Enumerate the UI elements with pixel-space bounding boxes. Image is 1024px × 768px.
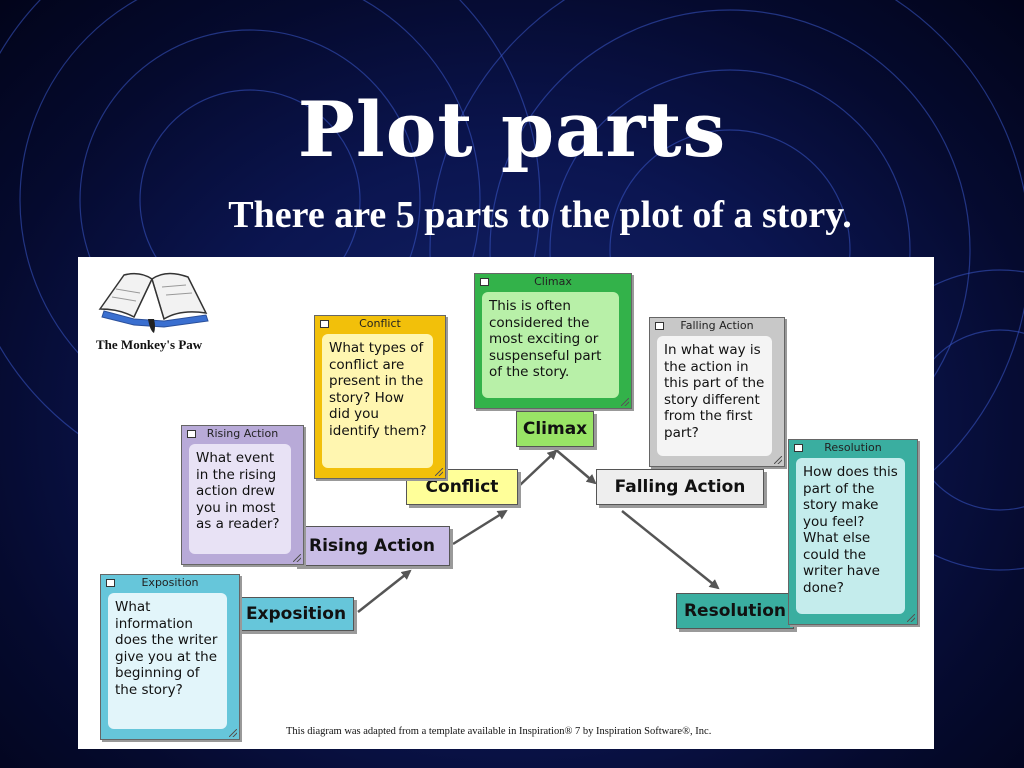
step-climax: Climax	[516, 411, 594, 447]
note-falling-action-head: Falling Action	[680, 319, 754, 332]
note-climax: Climax This is often considered the most…	[474, 273, 632, 409]
slide-title: Plot parts	[297, 85, 727, 174]
note-exposition: Exposition What information does the wri…	[100, 574, 240, 740]
plot-diagram: The Monkey's Paw Exposition Rising Actio…	[78, 257, 934, 749]
note-conflict-head: Conflict	[359, 317, 401, 330]
book-title: The Monkey's Paw	[96, 337, 203, 352]
note-falling-action-text: In what way is the action in this part o…	[657, 336, 772, 456]
note-resolution: Resolution How does this part of the sto…	[788, 439, 918, 625]
note-conflict: Conflict What types of conflict are pres…	[314, 315, 446, 479]
note-climax-text: This is often considered the most exciti…	[482, 292, 619, 398]
step-rising-action: Rising Action	[294, 526, 450, 566]
open-book-icon	[98, 272, 209, 333]
slide-subtitle: There are 5 parts to the plot of a story…	[228, 194, 852, 236]
step-exposition: Exposition	[238, 597, 354, 631]
note-climax-head: Climax	[534, 275, 572, 288]
note-conflict-text: What types of conflict are present in th…	[322, 334, 433, 468]
plot-arrows	[357, 448, 720, 613]
note-resolution-text: How does this part of the story make you…	[796, 458, 905, 614]
arrow-falling-resolution	[621, 510, 720, 590]
note-rising-action: Rising Action What event in the rising a…	[181, 425, 304, 565]
note-rising-action-text: What event in the rising action drew you…	[189, 444, 291, 554]
step-falling-action: Falling Action	[596, 469, 764, 505]
arrow-climax-falling	[554, 448, 597, 485]
arrow-rising-conflict	[452, 509, 508, 546]
step-resolution: Resolution	[676, 593, 794, 629]
note-exposition-head: Exposition	[141, 576, 199, 589]
arrow-exposition-rising	[357, 569, 412, 613]
note-exposition-text: What information does the writer give yo…	[108, 593, 227, 729]
diagram-credit: This diagram was adapted from a template…	[286, 726, 712, 737]
note-rising-action-head: Rising Action	[206, 427, 279, 440]
note-falling-action: Falling Action In what way is the action…	[649, 317, 785, 467]
arrow-conflict-climax	[519, 449, 558, 486]
note-resolution-head: Resolution	[824, 441, 882, 454]
